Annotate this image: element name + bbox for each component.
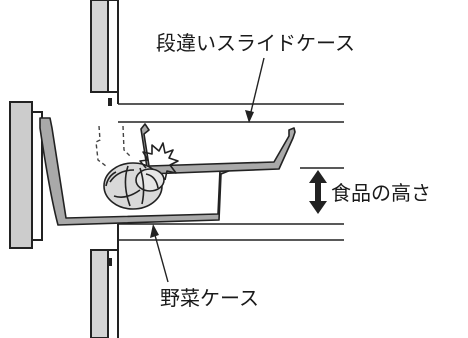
upper-case-label: 段違いスライドケース — [156, 31, 355, 55]
collision-burst-icon — [139, 142, 179, 181]
shelf-lines — [118, 103, 344, 241]
cabbage-icon — [103, 162, 165, 210]
upper-wall-panel — [90, 0, 109, 93]
lower-vegetable-case — [39, 117, 233, 226]
dashed-guides — [95, 125, 131, 167]
leader-lines — [152, 57, 265, 283]
cabinet-wall — [90, 0, 109, 338]
lower-wall-panel — [90, 249, 109, 338]
front-door-panel — [9, 101, 43, 249]
upper-slide-case — [140, 123, 296, 175]
food-height-label: 食品の高さ — [331, 181, 431, 205]
double-arrow-icon — [309, 170, 327, 214]
lower-case-label: 野菜ケース — [160, 286, 259, 310]
